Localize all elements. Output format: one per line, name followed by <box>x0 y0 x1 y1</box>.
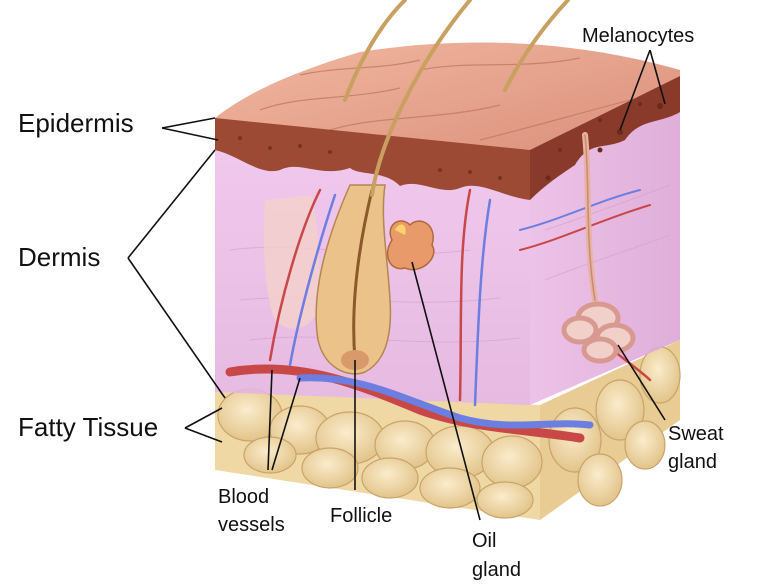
epidermis-layer <box>215 76 680 200</box>
label-blood-vessels-line2: vessels <box>218 514 285 536</box>
hair-follicle <box>315 184 392 375</box>
label-sweat-gland-line1: Sweat <box>668 423 724 445</box>
label-dermis: Dermis <box>18 242 100 272</box>
oil-gland <box>386 220 435 271</box>
hairs <box>343 0 570 197</box>
label-blood-vessels-line1: Blood <box>218 486 269 508</box>
label-oil-gland-line1: Oil <box>472 530 496 552</box>
label-melanocytes: Melanocytes <box>582 25 694 47</box>
blood-vessels <box>225 188 652 443</box>
melanocytes-cells <box>545 103 663 181</box>
label-fatty-tissue: Fatty Tissue <box>18 412 158 442</box>
sweat-gland <box>561 132 636 364</box>
leader-lines <box>127 49 666 521</box>
label-sweat-gland-line2: gland <box>668 451 717 473</box>
label-epidermis: Epidermis <box>18 108 134 138</box>
label-oil-gland-line2: gland <box>472 559 521 581</box>
label-follicle: Follicle <box>330 505 392 527</box>
